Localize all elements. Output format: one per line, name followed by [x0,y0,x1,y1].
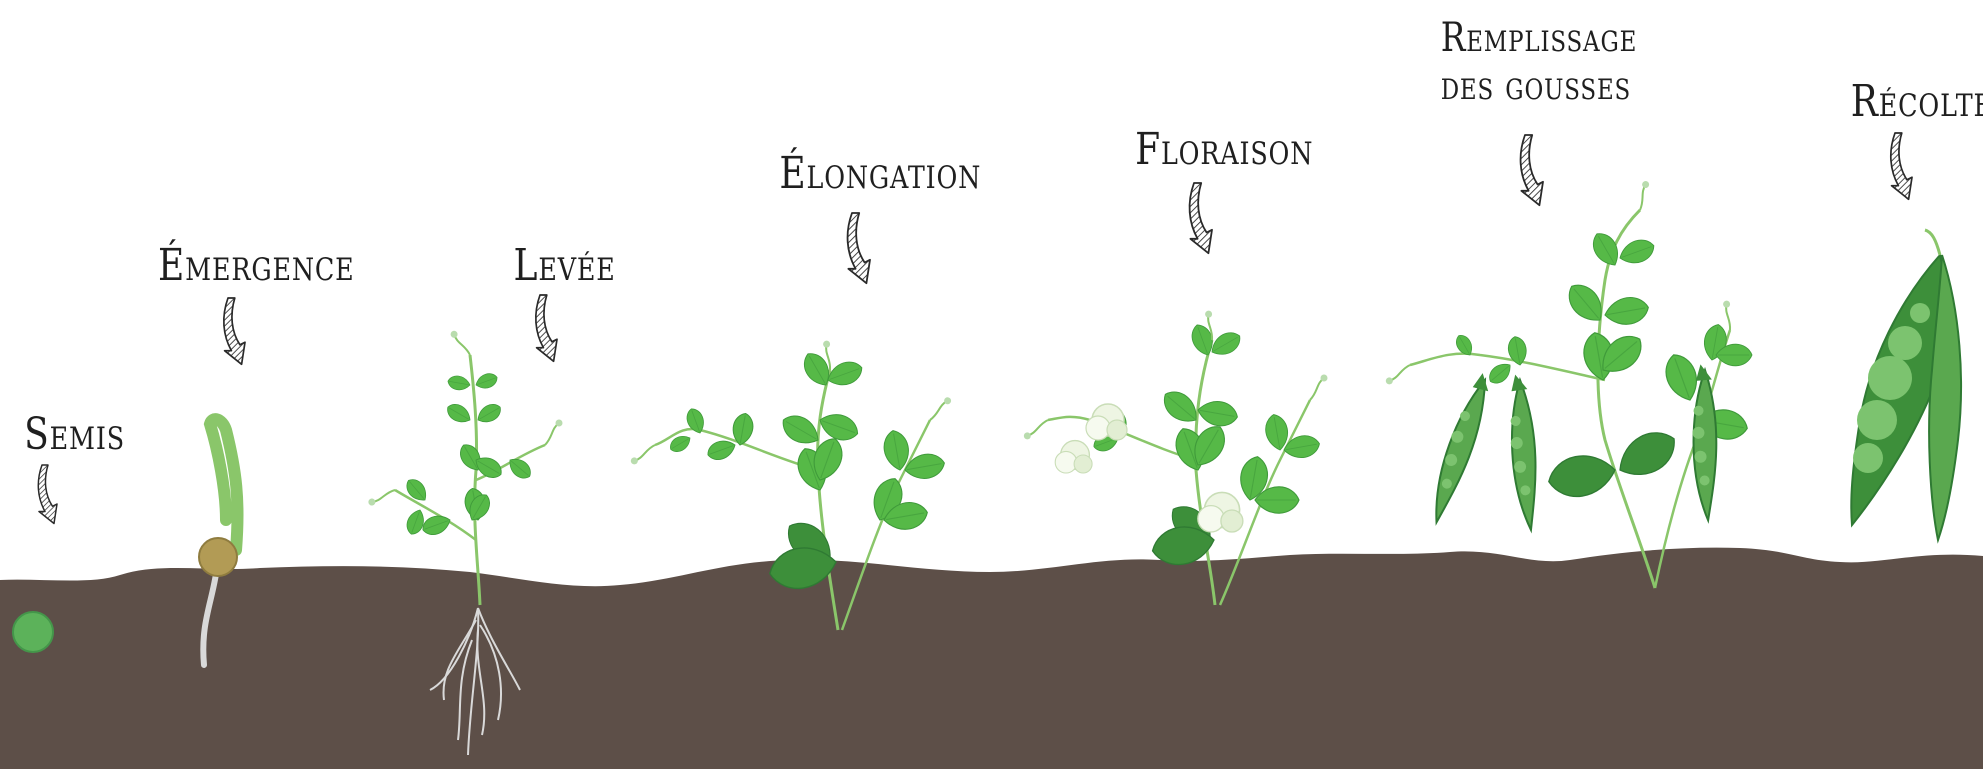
arrow-elongation [848,213,870,283]
label-emergence: Émergence [158,244,322,288]
pod-filling-plant [1385,180,1752,588]
label-elongation: Élongation [779,152,955,196]
label-floraison: Floraison [1135,128,1291,172]
harvested-pod [1851,230,1961,540]
arrow-remplissage [1521,135,1543,205]
arrow-recolte [1891,133,1912,199]
label-remplissage: Remplissage des gousses [1441,14,1630,110]
label-semis: Semis [24,413,98,457]
arrow-semis [38,465,57,524]
arrow-levee [536,295,557,361]
label-recolte: Récolte [1851,80,1949,124]
soil [0,548,1983,769]
seed [13,612,53,652]
arrow-emergence [224,298,245,364]
arrow-floraison [1190,183,1212,253]
label-levee: Levée [514,244,592,288]
